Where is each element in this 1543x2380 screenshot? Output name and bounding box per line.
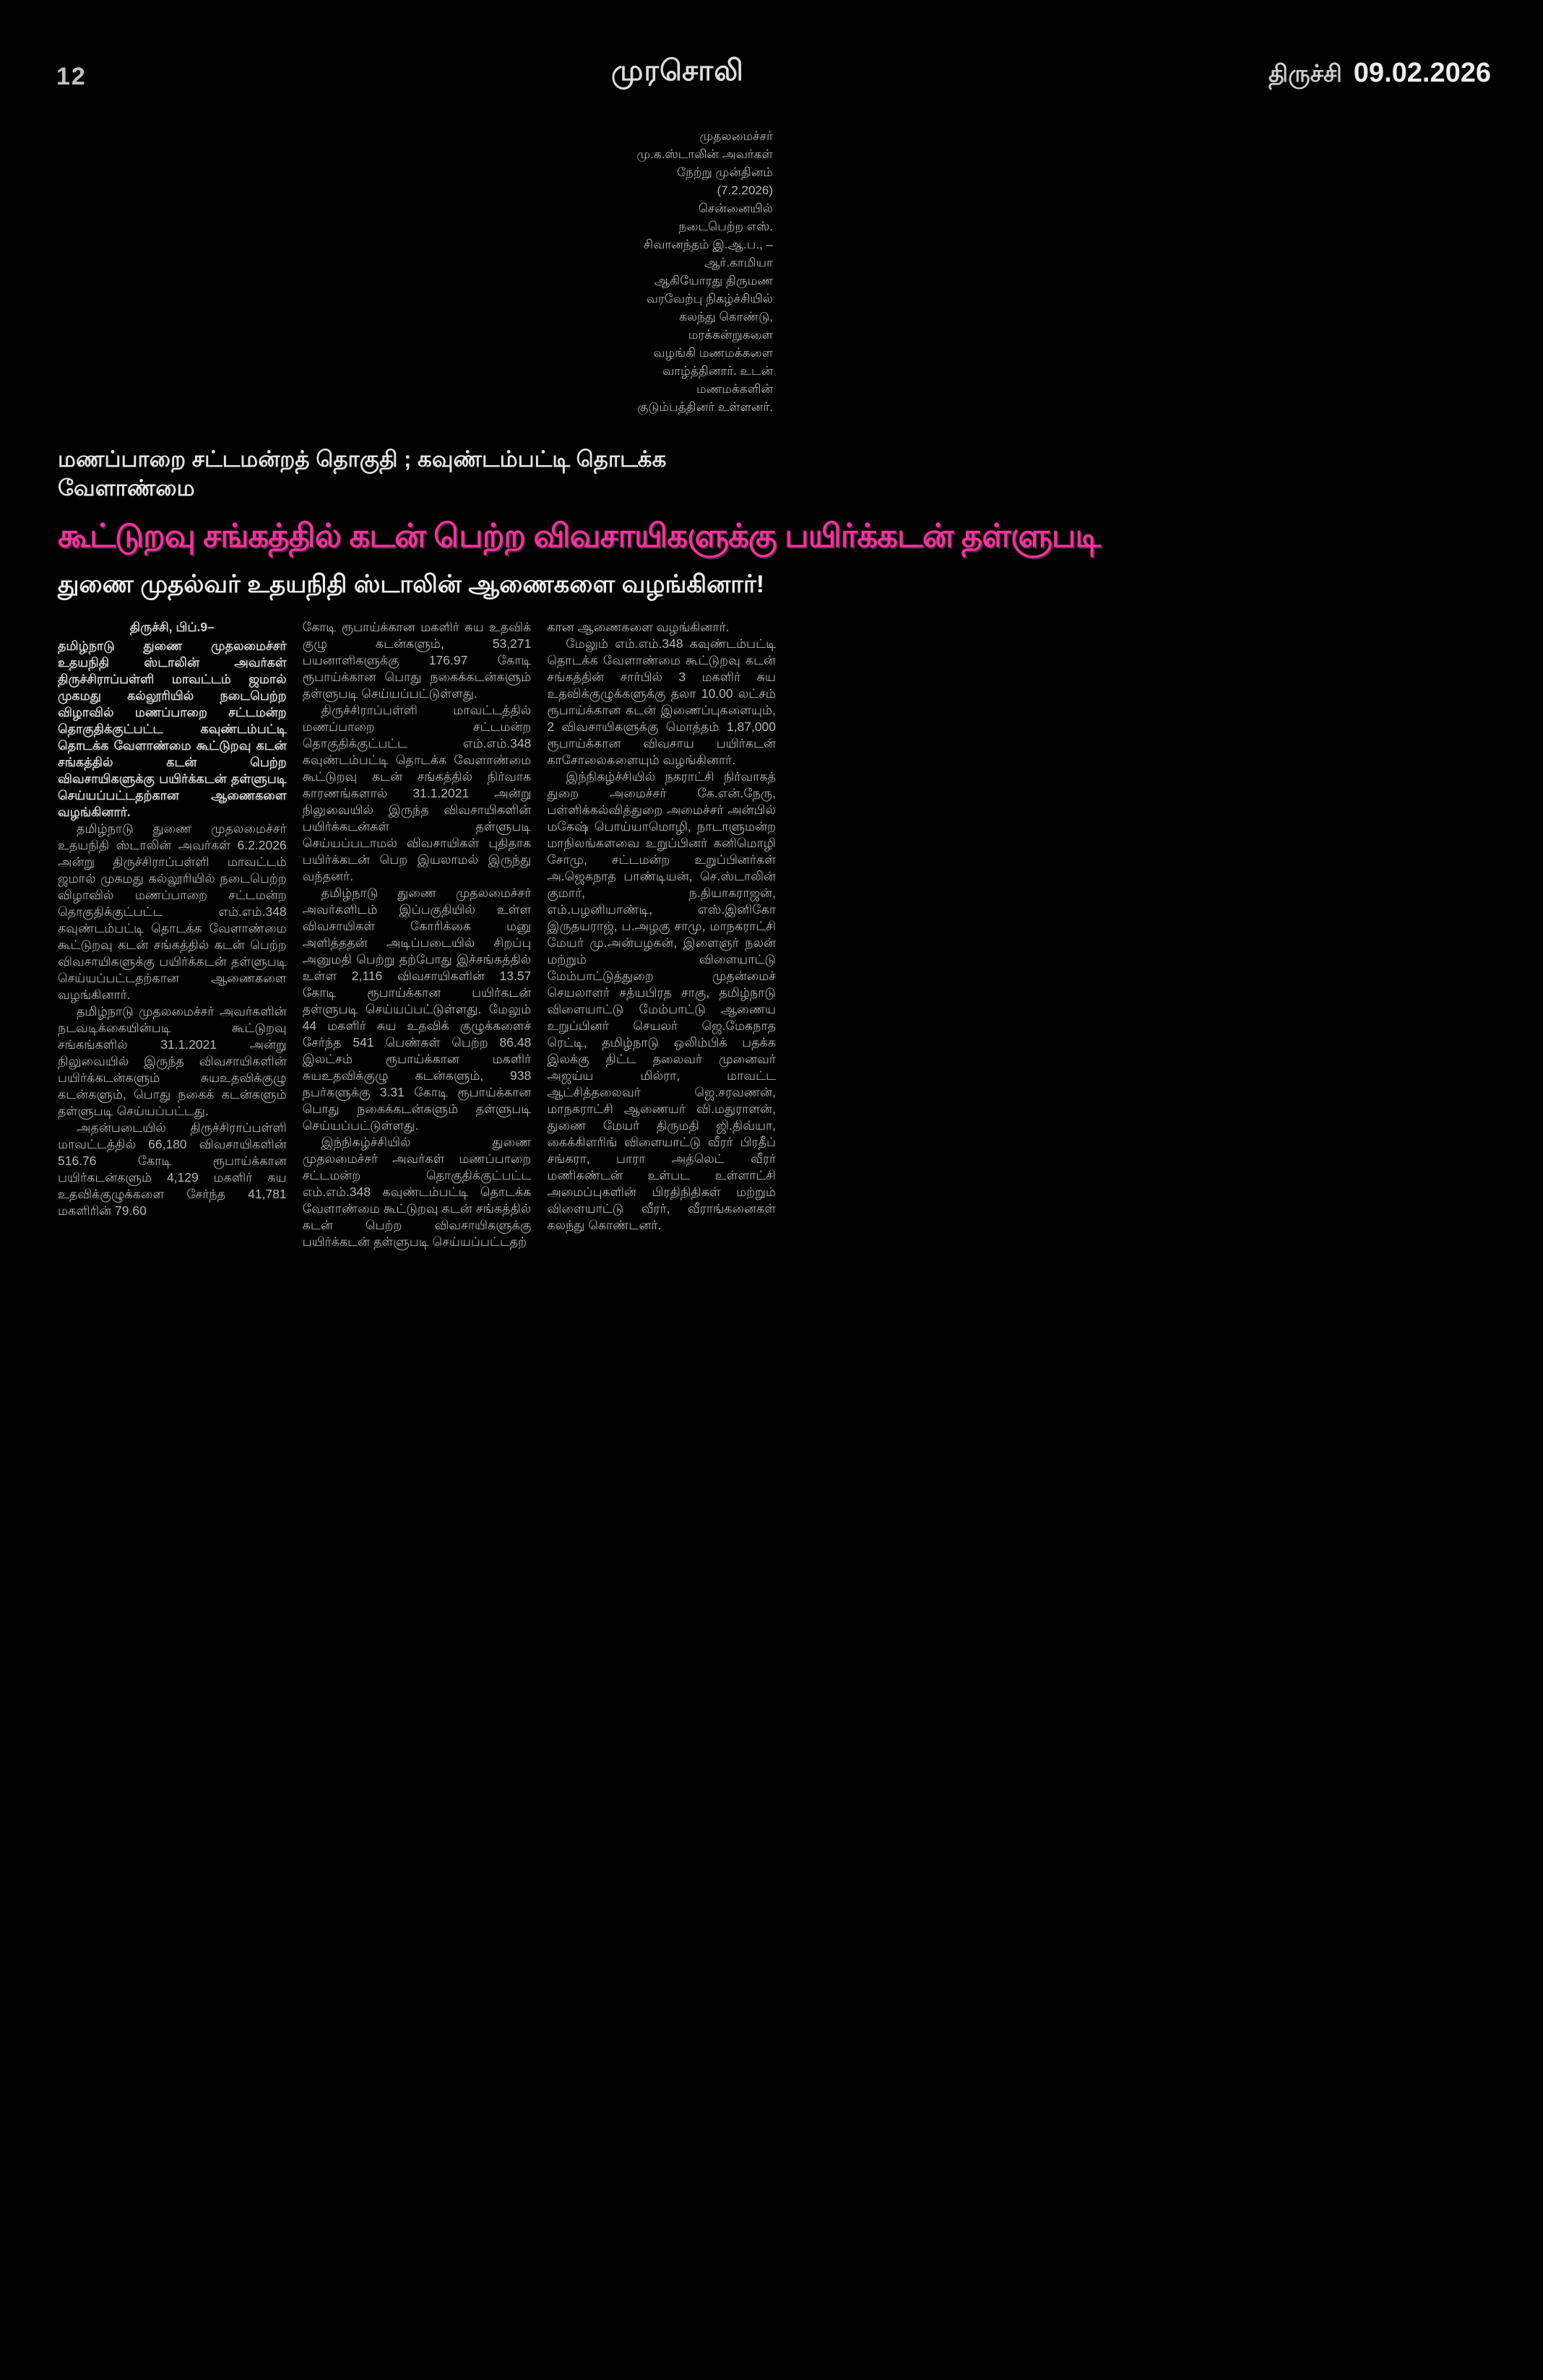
body-paragraph: மேலும் எம்.எம்.348 கவுண்டம்பட்டி தொடக்க …: [547, 636, 777, 767]
body-paragraph: கோடி ரூபாய்க்கான மகளிர் சுய உதவிக் குழு …: [302, 620, 532, 701]
caption-line: (7.2.2026): [717, 183, 774, 197]
caption-line: நேற்று முன்தினம்: [677, 165, 773, 179]
page-number: 12: [56, 63, 87, 90]
caption-line: கலந்து கொண்டு,: [679, 310, 773, 324]
body-paragraph: கான ஆணைகளை வழங்கினார்.: [547, 620, 730, 634]
caption-line: குடும்பத்தினர் உள்ளனர்.: [637, 400, 773, 414]
photo-caption: முதலமைச்சர் மு.க.ஸ்டாலின் அவர்கள் நேற்று…: [634, 127, 773, 416]
caption-line: வரவேற்பு நிகழ்ச்சியில்: [646, 292, 773, 306]
caption-line: சென்னையில்: [698, 202, 773, 215]
dateline: திருச்சி, பிப்.9–: [129, 620, 215, 634]
newspaper-masthead: முரசொலி: [610, 55, 744, 87]
caption-line: வாழ்த்தினார். உடன்: [662, 364, 773, 378]
article-headline: கூட்டுறவு சங்கத்தில் கடன் பெற்ற விவசாயிக…: [58, 517, 1101, 554]
body-paragraph: இந்நிகழ்ச்சியில் நகராட்சி நிர்வாகத் துறை…: [547, 769, 777, 1232]
body-paragraph: இந்நிகழ்ச்சியில் துணை முதலமைச்சர் அவர்கள…: [302, 1135, 532, 1249]
news-article: மணப்பாறை சட்டமன்றத் தொகுதி ; கவுண்டம்பட்…: [58, 446, 1101, 1250]
article-columns: திருச்சி, பிப்.9– தமிழ்நாடு துணை முதலமைச…: [58, 619, 776, 1250]
caption-line: வழங்கி மணமக்களை: [653, 346, 773, 360]
article-column-1: திருச்சி, பிப்.9– தமிழ்நாடு துணை முதலமைச…: [58, 619, 287, 1250]
caption-line: சிவானந்தம் இ.ஆ.ப., –: [643, 238, 773, 251]
article-column-3: கான ஆணைகளை வழங்கினார். மேலும் எம்.எம்.34…: [547, 619, 776, 1250]
caption-line: மு.க.ஸ்டாலின் அவர்கள்: [636, 147, 773, 161]
edition-name: திருச்சி: [1268, 60, 1342, 87]
body-paragraph: தமிழ்நாடு துணை முதலமைச்சர் உதயநிதி ஸ்டால…: [58, 821, 287, 1002]
page-header: 12 முரசொலி திருச்சி 09.02.2026: [56, 55, 1491, 91]
body-paragraph: திருச்சிராப்பள்ளி மாவட்டத்தில் மணப்பாறை …: [302, 703, 532, 883]
caption-line: மணமக்களின்: [696, 382, 773, 396]
article-subhead: துணை முதல்வர் உதயநிதி ஸ்டாலின் ஆணைகளை வழ…: [58, 571, 765, 598]
issue-date: 09.02.2026: [1353, 58, 1491, 88]
body-paragraph: அதன்படையில் திருச்சிராப்பள்ளி மாவட்டத்தி…: [58, 1120, 287, 1218]
caption-line: ஆர்.காமியா: [704, 256, 773, 269]
caption-line: முதலமைச்சர்: [699, 129, 773, 143]
article-kicker: மணப்பாறை சட்டமன்றத் தொகுதி ; கவுண்டம்பட்…: [58, 446, 667, 501]
edition-date: திருச்சி 09.02.2026: [1268, 58, 1491, 91]
body-paragraph: தமிழ்நாடு துணை முதலமைச்சர் அவர்களிடம் இப…: [302, 886, 532, 1133]
article-column-2: கோடி ரூபாய்க்கான மகளிர் சுய உதவிக் குழு …: [303, 619, 532, 1250]
body-paragraph: தமிழ்நாடு முதலமைச்சர் அவர்களின் நடவடிக்க…: [58, 1004, 287, 1118]
caption-line: நடைபெற்ற எஸ்.: [678, 220, 773, 233]
caption-line: மரக்கன்றுகளை: [688, 328, 773, 342]
lead-paragraph: தமிழ்நாடு துணை முதலமைச்சர் உதயநிதி ஸ்டால…: [58, 639, 287, 819]
caption-line: ஆகியோரது திருமண: [654, 274, 773, 287]
